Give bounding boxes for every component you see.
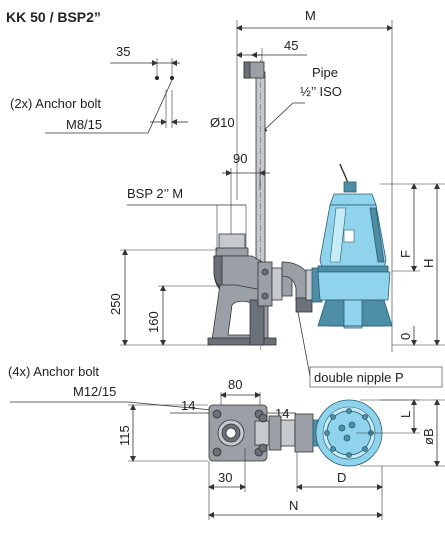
anchor-bolt-large-size: M12/15 bbox=[73, 384, 116, 399]
dimension-l-label: L bbox=[398, 411, 413, 418]
dimension-d-label: D bbox=[337, 470, 346, 485]
dimension-ob: øB bbox=[360, 399, 445, 467]
guide-pipe bbox=[243, 60, 266, 350]
bsp-label: BSP 2’’ M bbox=[127, 186, 183, 201]
dimension-160: 160 bbox=[146, 285, 220, 346]
anchor-bolt-small-label: (2x) Anchor bolt bbox=[10, 96, 101, 111]
pump bbox=[317, 163, 393, 329]
dimension-45: 45 bbox=[236, 38, 307, 70]
anchor-hole-large-1 bbox=[212, 409, 222, 419]
dimension-35-label: 35 bbox=[116, 44, 130, 59]
base-plate-top bbox=[208, 404, 270, 462]
dimension-h: H bbox=[421, 183, 440, 346]
dimension-115: 115 bbox=[117, 404, 208, 462]
anchor-bolt-small-size: M8/15 bbox=[66, 117, 102, 132]
dimension-160-label: 160 bbox=[146, 311, 161, 333]
anchor-hole-small-2 bbox=[170, 76, 174, 80]
pipe-label: Pipe bbox=[312, 65, 338, 80]
side-view: M 45 35 (2x) Anchor bolt M8/15 bbox=[10, 8, 445, 388]
dimension-f-label: F bbox=[398, 250, 413, 258]
anchor-hole-large-3 bbox=[212, 447, 222, 457]
dimension-35: 35 bbox=[110, 44, 180, 80]
dimension-250-label: 250 bbox=[108, 293, 123, 315]
dimension-90-label: 90 bbox=[233, 151, 247, 166]
pump-cable bbox=[339, 163, 349, 185]
pump-cap bbox=[329, 193, 377, 206]
pump-label-plate bbox=[343, 229, 355, 243]
dimension-30: 30 bbox=[208, 448, 246, 520]
dimension-115-label: 115 bbox=[117, 425, 132, 446]
dimension-d10-label: Ø10 bbox=[210, 115, 235, 130]
dimension-d: D bbox=[296, 452, 383, 520]
pipe-size: ½’’ ISO bbox=[300, 84, 342, 99]
dimension-n-label: N bbox=[289, 498, 298, 513]
anchor-bolt-small-callout: (2x) Anchor bolt M8/15 bbox=[10, 79, 173, 134]
dimension-h-label: H bbox=[421, 259, 436, 268]
top-view: (4x) Anchor bolt M12/15 80 14 14 bbox=[8, 364, 445, 520]
dimension-250: 250 bbox=[108, 249, 218, 346]
guide-pipe-top bbox=[254, 420, 270, 446]
dimension-80-label: 80 bbox=[228, 377, 242, 392]
dimension-f: F bbox=[380, 183, 445, 272]
anchor-bolt-large-callout: (4x) Anchor bolt M12/15 bbox=[8, 364, 213, 411]
dimension-45-label: 45 bbox=[284, 38, 298, 53]
dimension-m-label: M bbox=[305, 8, 316, 23]
dimension-ob-label: øB bbox=[421, 428, 436, 445]
coupling-top bbox=[268, 413, 324, 453]
dimension-30-label: 30 bbox=[218, 470, 232, 485]
base-foot bbox=[207, 337, 277, 346]
dimension-14-left-label: 14 bbox=[181, 398, 195, 413]
dimension-zero: 0 bbox=[392, 326, 445, 346]
dimension-zero-label: 0 bbox=[398, 333, 413, 340]
coupling-nut bbox=[295, 297, 313, 313]
double-nipple-callout: double nipple P bbox=[297, 311, 443, 388]
anchor-hole-small-1 bbox=[155, 76, 159, 80]
drawing-title: KK 50 / BSP2” bbox=[6, 9, 101, 25]
bsp-callout: BSP 2’’ M bbox=[127, 186, 247, 250]
pump-inlet bbox=[343, 299, 363, 329]
dimension-n: N bbox=[208, 498, 383, 518]
double-nipple-label: double nipple P bbox=[314, 370, 404, 385]
anchor-bolt-large-label: (4x) Anchor bolt bbox=[8, 364, 99, 379]
pump-volute bbox=[317, 271, 391, 301]
coupling-assembly bbox=[257, 261, 313, 313]
dimension-m: M bbox=[236, 8, 393, 352]
pipe-callout: Pipe ½’’ ISO bbox=[261, 65, 342, 133]
base-stand bbox=[207, 284, 277, 346]
dimension-d10: Ø10 bbox=[150, 90, 235, 130]
